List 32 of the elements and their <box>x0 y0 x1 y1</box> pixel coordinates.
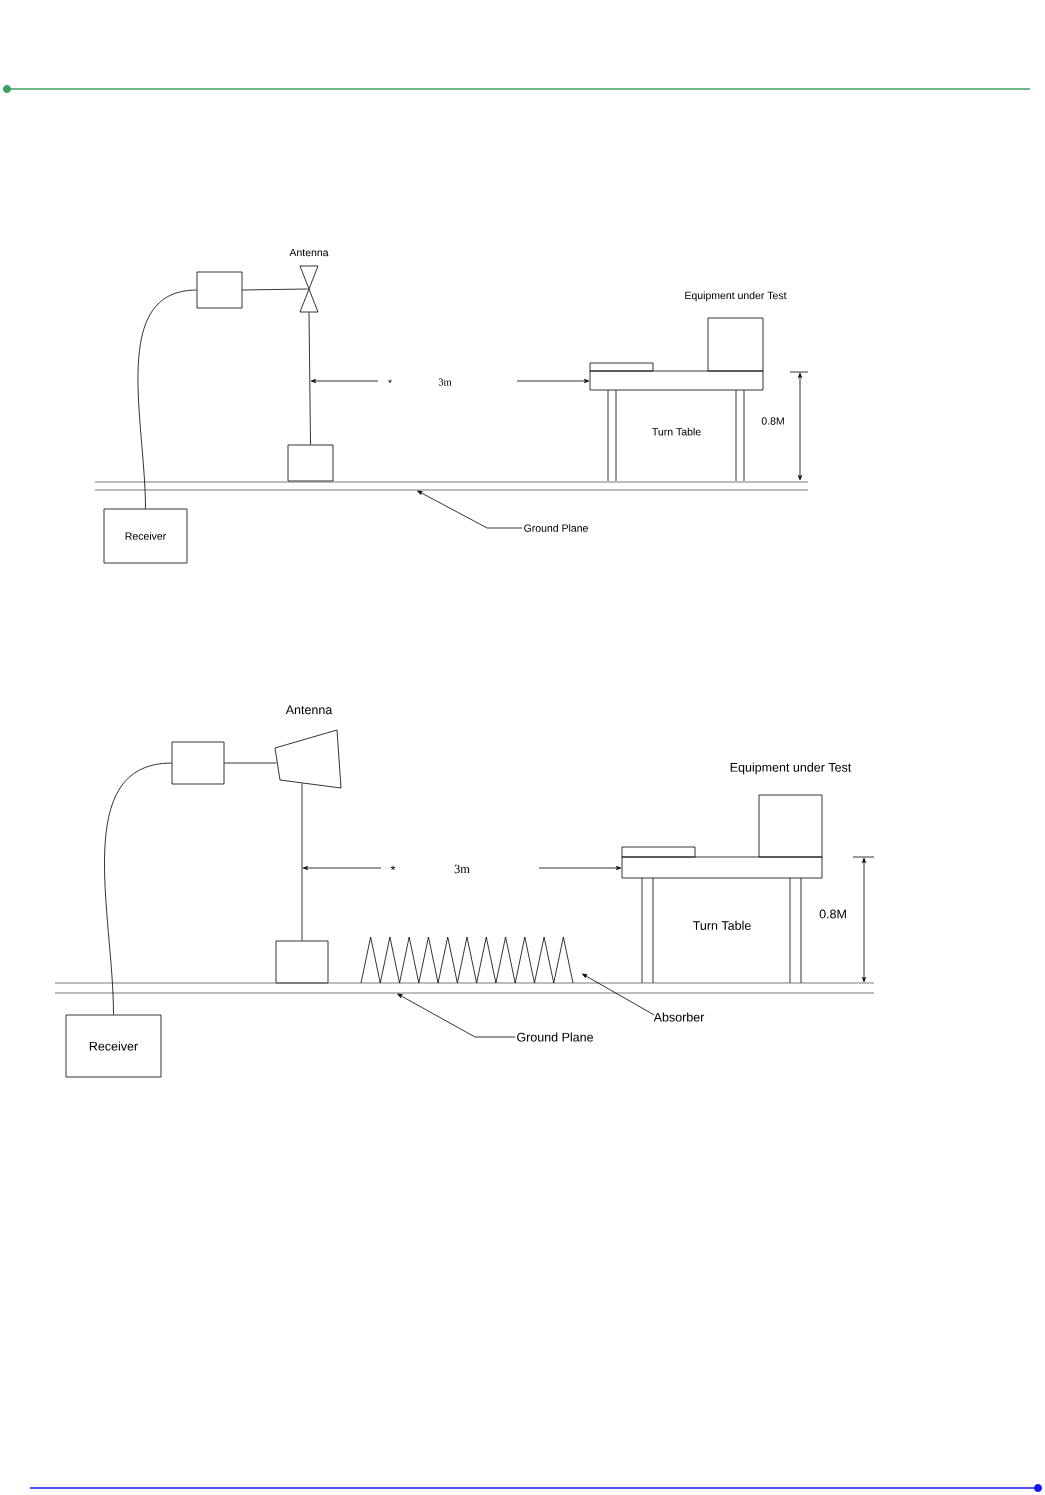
dimension-label: 3m <box>438 378 452 386</box>
absorber-label: Absorber <box>653 1012 705 1022</box>
ground-plane-label: Ground Plane <box>517 1032 593 1042</box>
horn-antenna: Antenna <box>274 705 342 789</box>
amplifier-box <box>196 271 243 309</box>
node-label: Antenna <box>285 705 333 715</box>
cable <box>242 288 308 291</box>
amplifier-box <box>171 741 225 785</box>
ground-plane <box>54 982 875 994</box>
node-label: Equipment under Test <box>730 762 852 775</box>
antenna-base <box>275 940 329 984</box>
antenna-mast <box>301 783 303 941</box>
absorber-cones <box>360 936 574 984</box>
cable <box>137 289 197 509</box>
ground-plane <box>94 481 809 491</box>
dimension-label: 0.8M <box>761 417 784 425</box>
leader-line <box>417 490 523 529</box>
ground-plane-label: Ground Plane <box>524 524 588 532</box>
dimension-label: 3m <box>454 864 470 874</box>
leader-line <box>397 993 516 1038</box>
node-label: Turn Table <box>652 427 701 436</box>
antenna-base <box>287 444 334 482</box>
node-label: Turn Table <box>692 920 751 930</box>
node-label: Equipment under Test <box>685 291 787 302</box>
receiver-box: Receiver <box>65 1014 162 1078</box>
dimension-mark: * <box>388 379 392 384</box>
antenna-mast <box>308 312 311 445</box>
cable <box>224 762 277 764</box>
cable <box>104 762 172 1015</box>
leader-line <box>582 973 655 1016</box>
receiver-box: Receiver <box>103 508 188 564</box>
dimension-mark: * <box>390 865 396 871</box>
